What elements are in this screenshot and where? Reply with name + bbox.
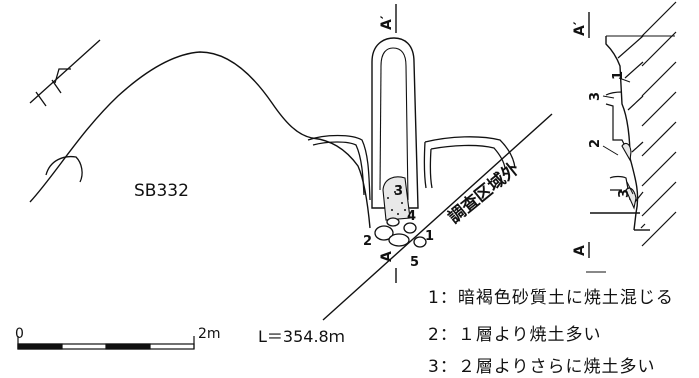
pit-outline-left bbox=[307, 134, 371, 201]
layer-leaders bbox=[602, 77, 634, 195]
scale-zero-label: 0 bbox=[15, 326, 24, 342]
plan-layer-3: 3 bbox=[394, 184, 403, 199]
plan-layer-5: 5 bbox=[410, 255, 419, 270]
section-layer-3-bottom: 3 bbox=[617, 189, 632, 198]
section-layer-1: 1 bbox=[611, 71, 626, 80]
legend-line-2: 2：１層より焼土多い bbox=[428, 325, 602, 345]
plan-layer-2: 2 bbox=[363, 234, 372, 249]
flue-outline bbox=[371, 37, 419, 209]
plan-layer-4: 4 bbox=[407, 209, 416, 224]
north-arrow-icon bbox=[29, 39, 101, 107]
section-a-prime-label: A′ bbox=[572, 21, 588, 36]
scale-end-label: 2m bbox=[198, 326, 221, 342]
boundary-line bbox=[322, 113, 553, 321]
scale-bar bbox=[17, 336, 195, 350]
plan-section-a-prime-label: A′ bbox=[379, 15, 395, 30]
section-layer-3-top: 3 bbox=[588, 92, 603, 101]
feature-id-label: SB332 bbox=[134, 181, 189, 201]
flue-inner-outline bbox=[380, 47, 409, 201]
stone-cluster bbox=[374, 217, 427, 248]
outside-area-label: 調査区域外 bbox=[444, 158, 523, 228]
section-profile bbox=[586, 1, 677, 273]
plan-layer-1: 1 bbox=[425, 229, 434, 244]
legend-line-1: 1：暗褐色砂質土に焼土混じる bbox=[428, 288, 674, 308]
section-a-label: A bbox=[572, 245, 588, 256]
small-mound-outline bbox=[45, 155, 83, 183]
plan-section-a-label: A bbox=[379, 251, 395, 262]
mound-outline bbox=[29, 51, 371, 229]
flue-inner-left bbox=[379, 65, 382, 191]
burned-soil-fill bbox=[382, 176, 411, 223]
legend-line-3: 3：２層よりさらに焼土多い bbox=[428, 357, 656, 377]
section-layer-2: 2 bbox=[588, 139, 603, 148]
elevation-label: L＝354.8ｍ bbox=[258, 327, 345, 346]
pit-outline-right bbox=[423, 136, 516, 189]
